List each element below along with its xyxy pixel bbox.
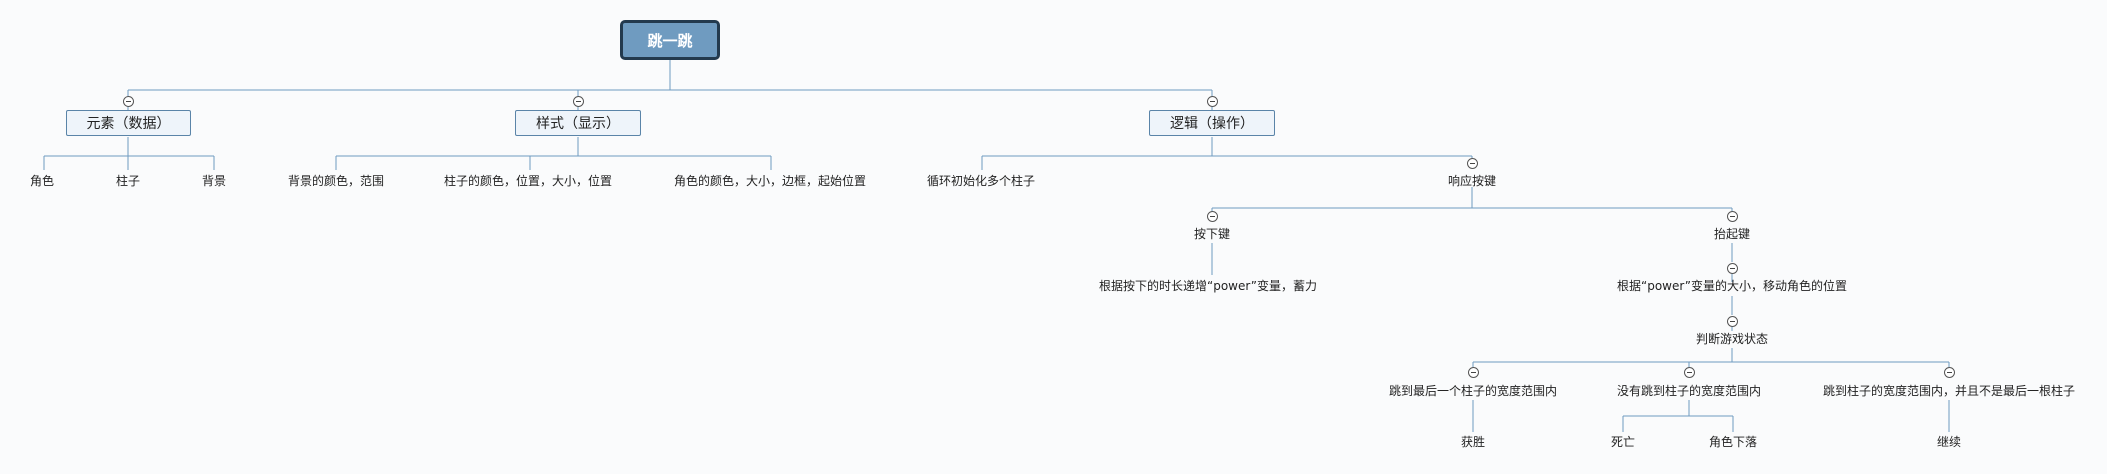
topic-elements[interactable]: 元素（数据）	[66, 110, 191, 136]
collapse-minus-icon[interactable]	[1944, 367, 1955, 378]
node-release-key[interactable]: 抬起键	[1713, 227, 1751, 241]
node-judge-state[interactable]: 判断游戏状态	[1695, 332, 1769, 346]
collapse-minus-icon[interactable]	[1727, 316, 1738, 327]
collapse-minus-icon[interactable]	[123, 96, 134, 107]
collapse-minus-icon[interactable]	[1207, 96, 1218, 107]
collapse-minus-icon[interactable]	[1684, 367, 1695, 378]
node-role[interactable]: 角色	[30, 174, 55, 188]
node-pillar[interactable]: 柱子	[116, 174, 141, 188]
topic-style[interactable]: 样式（显示）	[515, 110, 641, 136]
node-respond-key[interactable]: 响应按键	[1448, 174, 1497, 188]
node-background[interactable]: 背景	[202, 174, 227, 188]
node-press-key[interactable]: 按下键	[1194, 227, 1231, 241]
collapse-minus-icon[interactable]	[573, 96, 584, 107]
node-press-detail[interactable]: 根据按下的时长递增“power”变量，蓄力	[1099, 279, 1318, 293]
collapse-minus-icon[interactable]	[1727, 211, 1738, 222]
collapse-minus-icon[interactable]	[1468, 367, 1479, 378]
topic-logic[interactable]: 逻辑（操作）	[1149, 110, 1275, 136]
collapse-minus-icon[interactable]	[1467, 158, 1478, 169]
node-jump-not-last[interactable]: 跳到柱子的宽度范围内，并且不是最后一根柱子	[1822, 384, 2076, 398]
node-style-role[interactable]: 角色的颜色，大小，边框，起始位置	[674, 174, 867, 188]
node-jump-last[interactable]: 跳到最后一个柱子的宽度范围内	[1388, 384, 1558, 398]
node-loop-init[interactable]: 循环初始化多个柱子	[927, 174, 1036, 188]
node-release-detail[interactable]: 根据“power”变量的大小，移动角色的位置	[1616, 279, 1848, 293]
root-topic[interactable]: 跳一跳	[620, 20, 720, 60]
collapse-minus-icon[interactable]	[1727, 263, 1738, 274]
collapse-minus-icon[interactable]	[1207, 211, 1218, 222]
node-miss[interactable]: 没有跳到柱子的宽度范围内	[1616, 384, 1762, 398]
node-style-bg[interactable]: 背景的颜色，范围	[288, 174, 385, 188]
node-continue[interactable]: 继续	[1936, 435, 1962, 449]
node-style-pillar[interactable]: 柱子的颜色，位置，大小，位置	[444, 174, 613, 188]
node-death[interactable]: 死亡	[1610, 435, 1636, 449]
node-win[interactable]: 获胜	[1460, 435, 1486, 449]
node-fall[interactable]: 角色下落	[1708, 435, 1758, 449]
